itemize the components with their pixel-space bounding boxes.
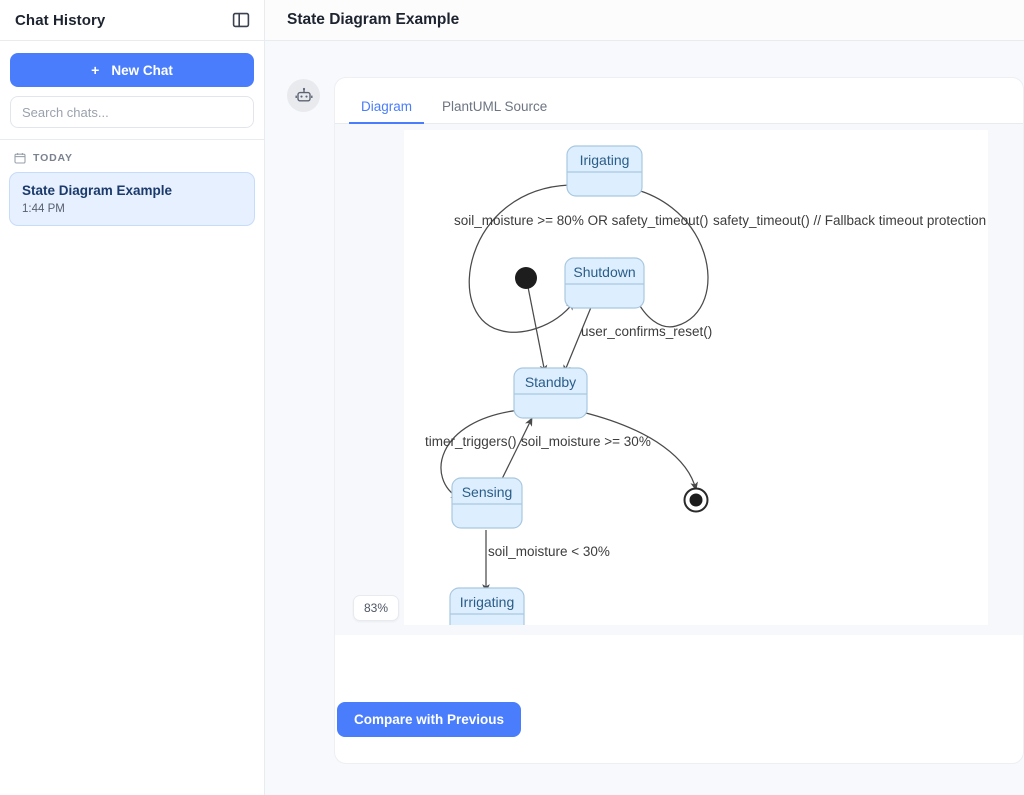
sidebar-group-today: TODAY <box>0 140 264 170</box>
sidebar-group-label: TODAY <box>33 152 73 164</box>
main-body: Diagram PlantUML Source <box>265 41 1024 795</box>
new-chat-button[interactable]: + New Chat <box>10 53 254 87</box>
edge-label-soil-30-gte: soil_moisture >= 30% <box>521 434 651 449</box>
search-input[interactable] <box>10 96 254 128</box>
tab-bar: Diagram PlantUML Source <box>335 78 1023 124</box>
diagram-viewport[interactable]: Irigating Shutdown <box>335 124 1023 635</box>
sidebar: Chat History + New Chat <box>0 0 265 795</box>
state-label-standby: Standby <box>525 374 576 390</box>
main-header: State Diagram Example <box>265 0 1024 41</box>
state-node-irrigating: Irrigating <box>449 587 525 635</box>
chat-item-title: State Diagram Example <box>22 183 173 198</box>
compare-with-previous-button[interactable]: Compare with Previous <box>337 702 522 737</box>
edge-label-soil-30-lt: soil_moisture < 30% <box>488 544 610 559</box>
panel-left-icon[interactable] <box>232 11 250 29</box>
sidebar-header: Chat History <box>0 0 264 41</box>
edge-label-safety-timeout: safety_timeout() // Fallback timeout pro… <box>713 213 986 228</box>
chat-list-item-state-diagram-example[interactable]: State Diagram Example 1:44 PM <box>9 172 255 226</box>
page-title: State Diagram Example <box>287 11 460 28</box>
diagram-canvas[interactable]: Irigating Shutdown <box>404 130 988 635</box>
state-label-sensing: Sensing <box>462 484 513 500</box>
assistant-message-card: Diagram PlantUML Source <box>334 77 1024 764</box>
tab-diagram[interactable]: Diagram <box>349 92 425 124</box>
sidebar-title: Chat History <box>15 11 106 29</box>
plus-icon: + <box>91 62 100 78</box>
avatar <box>287 79 320 112</box>
initial-state-node <box>515 267 537 289</box>
new-chat-container: + New Chat <box>0 41 264 87</box>
final-state-node <box>683 487 709 513</box>
tab-plantuml-source[interactable]: PlantUML Source <box>430 92 559 124</box>
edge-label-soil-80: soil_moisture >= 80% OR safety_timeout() <box>454 213 708 228</box>
edge-label-timer-triggers: timer_triggers() <box>425 434 517 449</box>
state-node-standby: Standby <box>513 367 588 419</box>
new-chat-label: New Chat <box>111 62 173 78</box>
state-node-sensing: Sensing <box>451 477 523 529</box>
zoom-level-badge[interactable]: 83% <box>353 595 400 621</box>
main-area: State Diagram Example <box>265 0 1024 795</box>
state-node-irigating: Irigating <box>566 145 643 197</box>
chat-list: State Diagram Example 1:44 PM <box>0 170 264 795</box>
search-container <box>0 87 264 140</box>
robot-icon <box>295 87 313 105</box>
state-label-irigating: Irigating <box>580 152 630 168</box>
state-diagram-svg: Irigating Shutdown <box>425 145 986 635</box>
state-node-shutdown: Shutdown <box>564 257 645 309</box>
edge-label-user-confirms-reset: user_confirms_reset() <box>581 324 712 339</box>
chat-item-time: 1:44 PM <box>22 202 65 215</box>
state-label-shutdown: Shutdown <box>573 264 635 280</box>
state-label-irrigating: Irrigating <box>460 594 514 610</box>
assistant-message-row: Diagram PlantUML Source <box>287 77 1024 795</box>
card-footer: Compare with Previous <box>335 635 1023 763</box>
calendar-icon <box>14 152 26 164</box>
